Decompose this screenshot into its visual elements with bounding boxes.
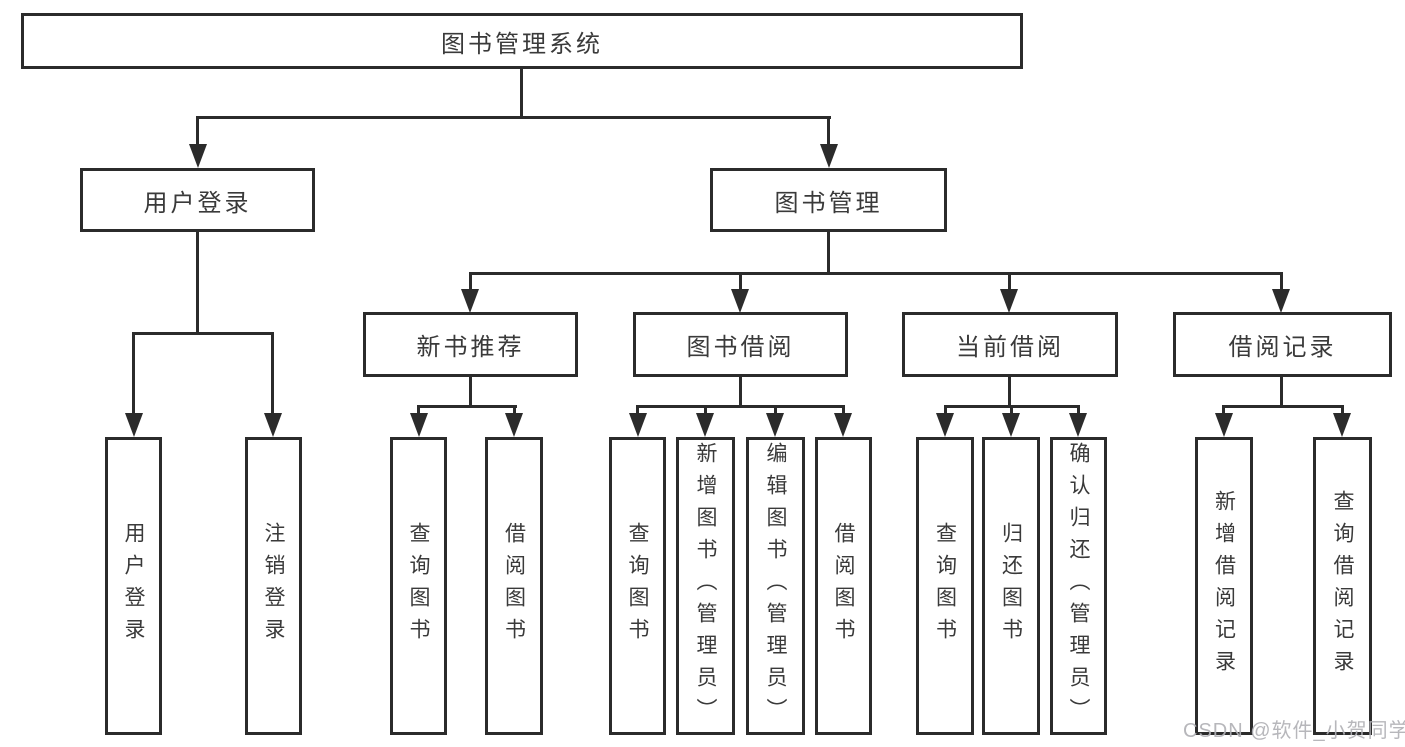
connector-line [132, 332, 274, 335]
connector-line [132, 332, 135, 415]
arrow-down-icon [731, 289, 749, 313]
arrow-down-icon [125, 413, 143, 437]
arrow-down-icon [629, 413, 647, 437]
leaf-query-books-borrowing-label: 查询图书 [626, 522, 649, 650]
node-user-login-label: 用户登录 [143, 189, 252, 217]
arrow-down-icon [410, 413, 428, 437]
node-borrowing-records: 借阅记录 [1173, 312, 1392, 377]
leaf-borrow-books-recommend: 借阅图书 [485, 437, 543, 735]
node-current-borrowing: 当前借阅 [902, 312, 1118, 377]
leaf-add-borrow-record-label: 新增借阅记录 [1212, 490, 1236, 682]
arrow-down-icon [834, 413, 852, 437]
connector-line [197, 116, 831, 119]
arrow-down-icon [766, 413, 784, 437]
node-new-book-recommend-label: 新书推荐 [416, 334, 525, 361]
connector-line [827, 116, 830, 146]
arrow-down-icon [1069, 413, 1087, 437]
connector-line [842, 405, 845, 416]
node-root-library-system: 图书管理系统 [21, 13, 1023, 69]
connector-line [636, 405, 845, 408]
arrow-down-icon [264, 413, 282, 437]
connector-line [513, 405, 516, 416]
csdn-watermark: CSDN @软件_小贺同学 [1183, 720, 1405, 742]
arrow-down-icon [461, 289, 479, 313]
arrow-down-icon [1000, 289, 1018, 313]
connector-line [196, 232, 199, 334]
leaf-query-books-current: 查询图书 [916, 437, 974, 735]
connector-line [469, 272, 1282, 275]
leaf-user-login-label: 用户登录 [122, 522, 145, 650]
leaf-query-books-recommend: 查询图书 [390, 437, 447, 735]
arrow-down-icon [505, 413, 523, 437]
arrow-down-icon [1002, 413, 1020, 437]
connector-line [704, 405, 707, 416]
leaf-add-books-admin-label: 新增图书（管理员） [694, 442, 717, 730]
connector-line [1077, 405, 1080, 416]
connector-line [739, 272, 742, 291]
leaf-user-login: 用户登录 [105, 437, 162, 735]
connector-line [1280, 377, 1283, 408]
connector-line [271, 332, 274, 415]
arrow-down-icon [1272, 289, 1290, 313]
node-borrowing-records-label: 借阅记录 [1228, 334, 1337, 361]
connector-line [1222, 405, 1225, 416]
connector-line [520, 67, 523, 118]
connector-line [827, 232, 830, 274]
node-book-management: 图书管理 [710, 168, 947, 232]
leaf-borrow-books: 借阅图书 [815, 437, 872, 735]
arrow-down-icon [820, 144, 838, 168]
arrow-down-icon [1215, 413, 1233, 437]
leaf-borrow-books-recommend-label: 借阅图书 [502, 522, 526, 650]
node-book-borrowing-label: 图书借阅 [686, 334, 795, 361]
connector-line [1280, 272, 1283, 291]
connector-line [1010, 405, 1013, 416]
connector-line [469, 272, 472, 291]
arrow-down-icon [936, 413, 954, 437]
connector-line [417, 405, 420, 416]
node-current-borrowing-label: 当前借阅 [956, 334, 1064, 361]
leaf-query-books-borrowing: 查询图书 [609, 437, 666, 735]
leaf-query-books-current-label: 查询图书 [933, 522, 957, 650]
node-book-borrowing: 图书借阅 [633, 312, 848, 377]
node-book-management-label: 图书管理 [774, 189, 883, 217]
node-root-label: 图书管理系统 [441, 30, 603, 58]
connector-line [1008, 377, 1011, 408]
leaf-query-books-recommend-label: 查询图书 [407, 522, 430, 650]
arrow-down-icon [189, 144, 207, 168]
leaf-query-borrow-record-label: 查询借阅记录 [1331, 490, 1354, 682]
leaf-borrow-books-label: 借阅图书 [832, 522, 855, 650]
connector-line [1341, 405, 1344, 416]
connector-line [469, 377, 472, 408]
leaf-edit-books-admin: 编辑图书（管理员） [746, 437, 805, 735]
leaf-add-books-admin: 新增图书（管理员） [676, 437, 735, 735]
node-new-book-recommend: 新书推荐 [363, 312, 578, 377]
leaf-logout: 注销登录 [245, 437, 302, 735]
leaf-confirm-return-admin-label: 确认归还（管理员） [1067, 442, 1090, 730]
arrow-down-icon [696, 413, 714, 437]
connector-line [1008, 272, 1011, 291]
leaf-return-books: 归还图书 [982, 437, 1040, 735]
connector-line [739, 377, 742, 408]
leaf-return-books-label: 归还图书 [999, 522, 1023, 650]
arrow-down-icon [1333, 413, 1351, 437]
leaf-query-borrow-record: 查询借阅记录 [1313, 437, 1372, 735]
connector-line [1222, 405, 1344, 408]
leaf-logout-label: 注销登录 [262, 522, 285, 650]
leaf-edit-books-admin-label: 编辑图书（管理员） [764, 442, 787, 730]
node-user-login: 用户登录 [80, 168, 315, 232]
connector-line [944, 405, 947, 416]
connector-line [196, 116, 199, 146]
connector-line [417, 405, 517, 408]
leaf-add-borrow-record: 新增借阅记录 [1195, 437, 1253, 735]
connector-line [636, 405, 639, 416]
connector-line [774, 405, 777, 416]
leaf-confirm-return-admin: 确认归还（管理员） [1050, 437, 1107, 735]
